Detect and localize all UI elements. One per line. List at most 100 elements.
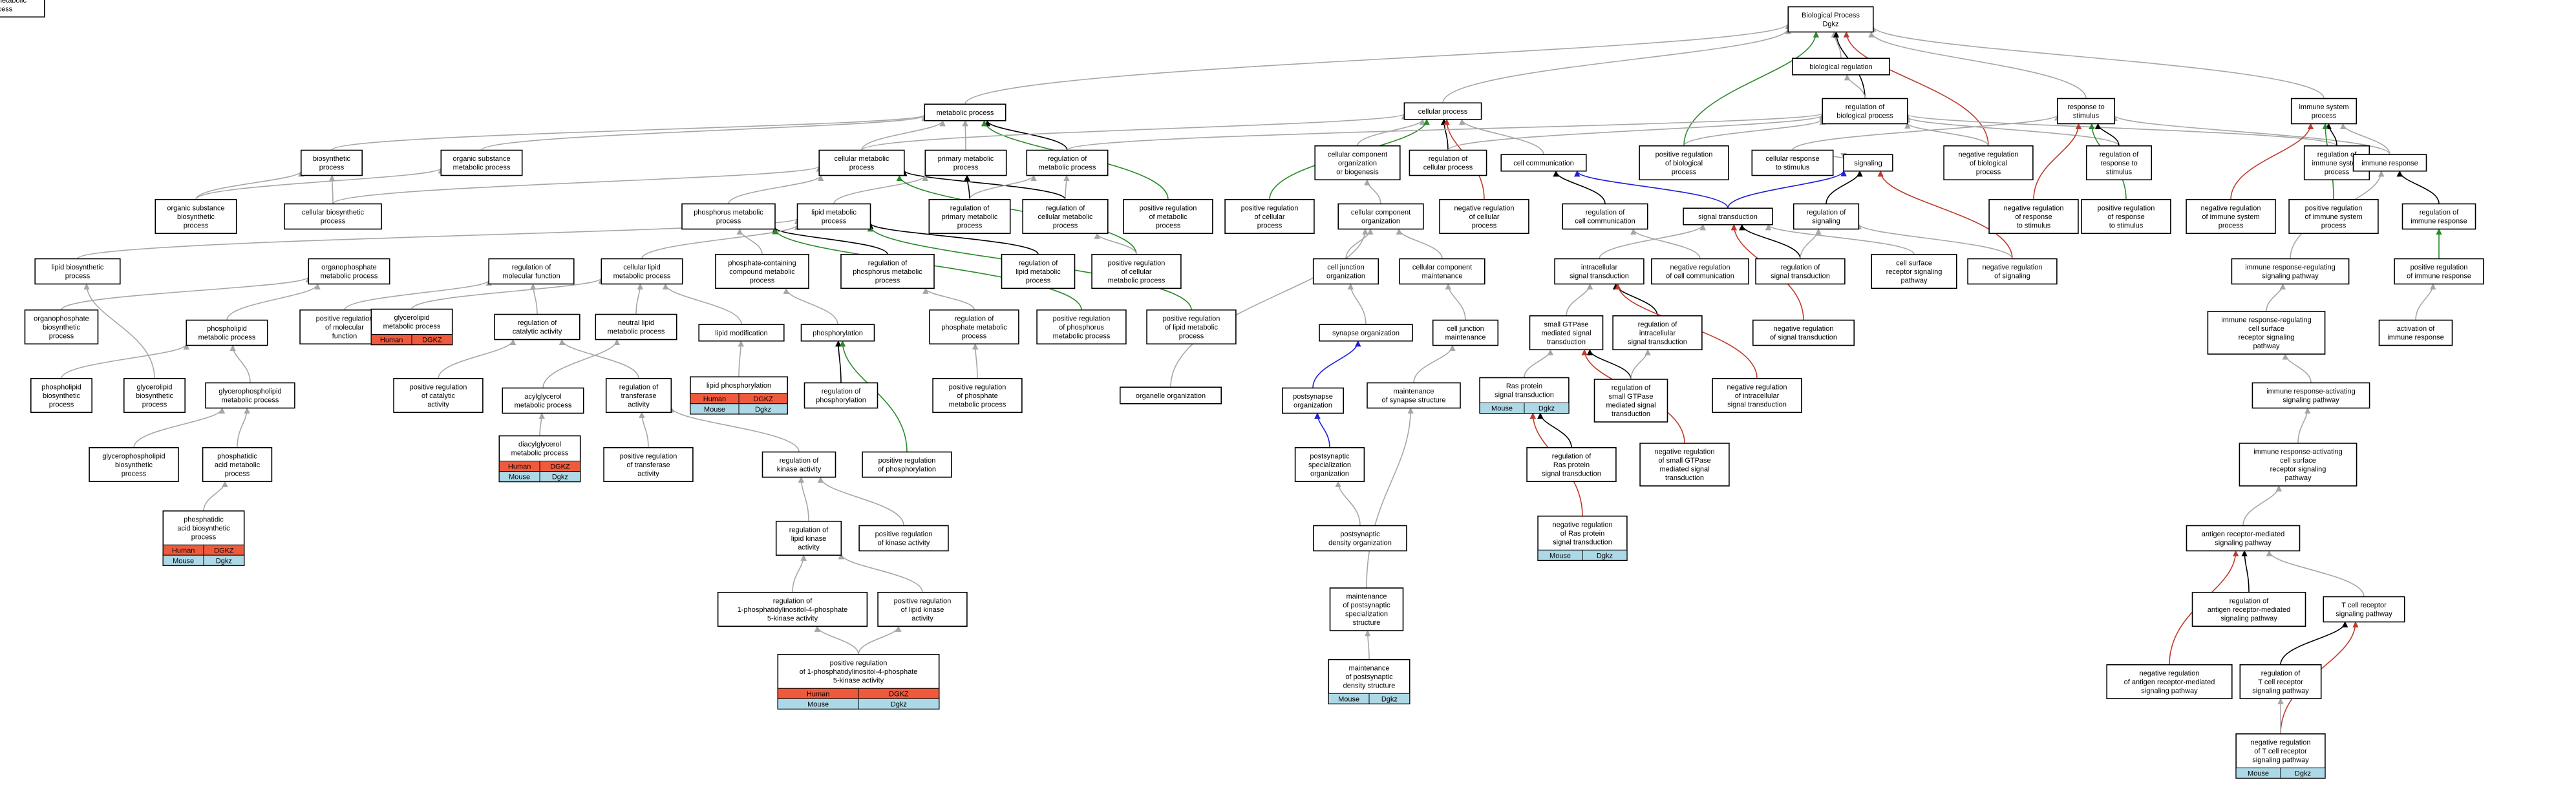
go-term-node-organelleorg[interactable]: organelle organization: [1120, 386, 1222, 404]
go-term-node-cellproc[interactable]: cellular process: [1403, 102, 1482, 120]
go-term-node-immresp[interactable]: immune response: [2352, 154, 2427, 172]
go-term-node-cellcomm[interactable]: cell communication: [1500, 154, 1587, 172]
go-term-node-reg1phos[interactable]: regulation of1-phosphatidylinositol-4-ph…: [717, 591, 868, 627]
go-term-node-bioreg[interactable]: biological regulation: [1792, 58, 1890, 76]
go-term-node-sigtrans[interactable]: signal transduction: [1683, 207, 1773, 226]
go-term-node-synorg[interactable]: synapse organization: [1319, 324, 1413, 342]
go-term-node-metab[interactable]: metabolic process: [924, 103, 1006, 121]
